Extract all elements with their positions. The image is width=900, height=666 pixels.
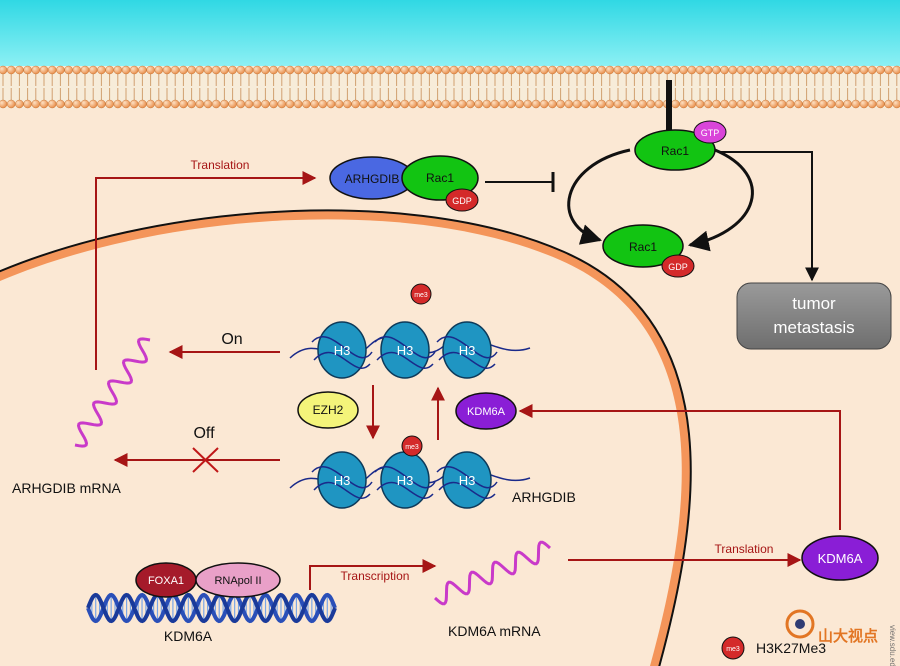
kdm6a-mrna-strand: [434, 540, 551, 606]
transcription-arrow: [309, 559, 437, 590]
arhgdib-protein-label: ARHGDIB: [345, 172, 400, 186]
on-label: On: [221, 331, 242, 348]
gdp-label-bottom: GDP: [668, 262, 688, 272]
me3-label-free: me3: [414, 292, 428, 299]
translation-label-right: Translation: [715, 542, 774, 556]
off-cross-2: [192, 447, 219, 473]
gtp-label: GTP: [701, 128, 720, 138]
chromatin-repressed: H3 H3 H3: [289, 451, 531, 509]
translation-arrow-top: [95, 171, 317, 370]
rac1-gdp-label: Rac1: [629, 240, 657, 254]
cell-membrane: [0, 65, 900, 109]
histone-1: [317, 321, 367, 379]
rac1-complex-label: Rac1: [426, 171, 454, 185]
legend-h3k27me3-label: H3K27Me3: [756, 640, 826, 656]
me3-mark-free: [410, 283, 432, 305]
cycle-arrow-left: [567, 148, 631, 245]
transcription-label: Transcription: [341, 569, 410, 583]
kdm6a-feedback-arrow: [518, 404, 841, 530]
gdp-badge-bottom: [661, 254, 695, 278]
gdp-badge-complex: [445, 188, 479, 212]
cycle-arrow-right: [687, 148, 754, 252]
tumor-label-2: metastasis: [773, 318, 854, 337]
kdm6a-enzyme-label: KDM6A: [467, 406, 506, 418]
histone-label: H3: [459, 473, 476, 488]
legend-me3-icon: [721, 636, 745, 660]
watermark: 山大视点 view.sdu.edu.cn: [785, 609, 897, 666]
legend-me3-text: me3: [726, 646, 740, 653]
histone-2: [380, 321, 430, 379]
histone-label: H3: [334, 473, 351, 488]
gtp-badge: [693, 120, 727, 144]
gdp-label-complex: GDP: [452, 196, 472, 206]
arhgdib-gene-label: ARHGDIB: [512, 489, 576, 505]
ezh2-label: EZH2: [313, 403, 344, 417]
histone-1: [317, 451, 367, 509]
rac1-gdp: [602, 224, 684, 268]
watermark-text-cn: 山大视点: [818, 627, 878, 645]
histone-label: H3: [334, 343, 351, 358]
off-label: Off: [193, 425, 215, 442]
kdm6a-protein: [801, 535, 879, 581]
kdm6a-enzyme: [455, 392, 517, 430]
histone-3: [442, 451, 492, 509]
watermark-url: view.sdu.edu.cn: [888, 625, 897, 666]
kdm6a-dna-helix: [86, 592, 337, 624]
kdm6a-protein-label: KDM6A: [818, 551, 863, 566]
me3-label-attached: me3: [405, 444, 419, 451]
me3-mark-attached: [401, 435, 423, 457]
tumor-metastasis-box: [736, 282, 892, 350]
rac1-gtp-label: Rac1: [661, 144, 689, 158]
histone-label: H3: [397, 473, 414, 488]
chromatin-active: H3 H3 H3: [289, 321, 531, 379]
rnapol-label: RNApol II: [214, 575, 261, 587]
translation-label-top: Translation: [191, 158, 250, 172]
rnapol-ii: [195, 562, 281, 598]
rac1-gtp: [634, 129, 716, 171]
arrow-to-tumor: [720, 151, 819, 282]
histone-3: [442, 321, 492, 379]
nucleoplasm: [0, 219, 682, 666]
watermark-logo-icon: [785, 609, 815, 639]
rac1-cycle: [567, 148, 754, 252]
membrane-anchor: [666, 80, 672, 138]
foxa1-label: FOXA1: [148, 575, 184, 587]
kdm6a-gene-label: KDM6A: [164, 628, 213, 644]
ezh2: [297, 391, 359, 429]
tumor-label-1: tumor: [792, 294, 836, 313]
extracellular-space: [0, 0, 900, 66]
arhgdib-mrna-strand: [74, 337, 151, 448]
arhgdib-mrna-label: ARHGDIB mRNA: [12, 480, 122, 496]
histone-label: H3: [459, 343, 476, 358]
kdm6a-mrna-label: KDM6A mRNA: [448, 623, 541, 639]
histone-label: H3: [397, 343, 414, 358]
